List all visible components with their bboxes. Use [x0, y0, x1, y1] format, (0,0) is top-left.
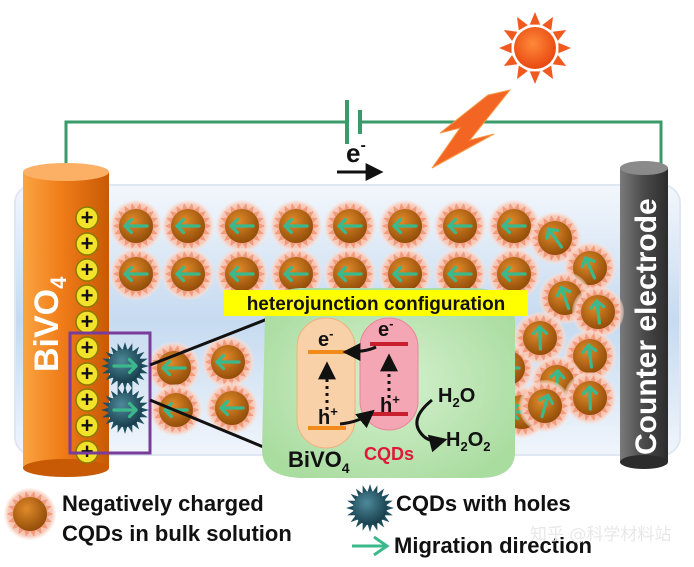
legend-negative-cqd-line1: Negatively charged	[62, 491, 264, 516]
positive-charge-icon: +	[75, 257, 99, 282]
positive-charge-icon: +	[75, 283, 99, 308]
legend-hole-cqd-text: CQDs with holes	[396, 491, 571, 516]
svg-text:+: +	[81, 335, 94, 360]
bulk-cqd-particle	[564, 372, 616, 424]
heterojunction-inset	[262, 288, 515, 478]
bulk-cqd-particle	[110, 248, 162, 300]
sun-icon	[499, 12, 571, 84]
legend-migration-arrowhead	[373, 535, 390, 557]
bulk-cqd-particle	[324, 200, 376, 252]
electron-flow-label: e-	[346, 137, 366, 168]
bulk-cqd-particle	[216, 200, 268, 252]
svg-text:+: +	[81, 257, 94, 282]
adsorbed-hole-cqd	[101, 342, 149, 390]
hole-transfer-arrow	[339, 409, 375, 429]
legend-negative-cqd-icon	[4, 488, 56, 540]
counter-electrode	[620, 161, 668, 469]
bivo4-electron-label: e-	[318, 326, 333, 351]
legend-hole-cqd	[346, 484, 394, 532]
bulk-cqd-particle	[110, 200, 162, 252]
positive-charge-icon: +	[75, 205, 99, 230]
bulk-cqd-particle	[434, 248, 486, 300]
bulk-cqd-particle	[514, 312, 566, 364]
positive-charge-icon: +	[75, 361, 99, 386]
bivo4-hole-label: h+	[318, 404, 338, 429]
bivo4-electrode-label: BiVO4	[28, 276, 71, 372]
legend-hole-cqd-icon	[346, 484, 394, 532]
legend-negative-cqd	[4, 488, 56, 540]
positive-charge-icon: +	[75, 387, 99, 412]
bulk-cqd-particle	[162, 248, 214, 300]
bulk-cqd-particle	[379, 248, 431, 300]
svg-text:+: +	[81, 309, 94, 334]
counter-electrode-label: Counter electrode	[630, 198, 663, 455]
inset-bivo4-label: BiVO4	[288, 447, 350, 476]
svg-text:+: +	[81, 205, 94, 230]
bulk-cqd-particle	[202, 336, 254, 388]
legend-migration-text: Migration direction	[394, 533, 592, 558]
inset-title-highlight	[224, 290, 528, 316]
cqds-hole-label: h+	[380, 392, 400, 417]
bulk-cqd-particle	[324, 248, 376, 300]
positive-charge-icon: +	[75, 335, 99, 360]
positive-charge-icon: +	[75, 413, 99, 438]
adsorbed-hole-cqd	[101, 386, 149, 434]
bulk-cqd-particle	[488, 248, 540, 300]
bulk-cqd-particle	[564, 330, 616, 382]
bulk-cqd-particle	[572, 286, 624, 338]
bulk-cqd-particle	[206, 382, 258, 434]
positive-charge-icon: +	[75, 309, 99, 334]
inset-cqds-label: CQDs	[364, 444, 414, 464]
electron-transfer-arrow	[342, 342, 377, 361]
legend-negative-cqd-line2: CQDs in bulk solution	[62, 521, 292, 546]
lightning-bolt-icon	[431, 89, 512, 169]
bulk-cqd-particle	[529, 212, 581, 264]
svg-text:+: +	[81, 283, 94, 308]
cqds-electron-label: e-	[378, 316, 393, 341]
bulk-cqd-particle	[488, 200, 540, 252]
inset-title: heterojunction configuration	[247, 294, 506, 315]
positive-charge-icon: +	[75, 231, 99, 256]
svg-text:+: +	[81, 387, 94, 412]
svg-text:+: +	[81, 231, 94, 256]
bulk-cqd-particle	[162, 200, 214, 252]
watermark: 知乎 @科学材料站	[530, 525, 672, 545]
adsorbed-hole-cqds	[101, 342, 149, 434]
bulk-cqd-particle	[270, 248, 322, 300]
svg-text:+: +	[81, 361, 94, 386]
oxidation-arrow	[415, 398, 448, 453]
product-h2o2-label: H2O2	[446, 429, 490, 454]
inset-zoom-line-top	[149, 314, 276, 367]
bulk-cqd-particle	[434, 200, 486, 252]
svg-text:+: +	[81, 413, 94, 438]
bulk-cqd-particle	[270, 200, 322, 252]
bulk-cqd-particle	[519, 380, 571, 432]
bulk-cqd-particle	[148, 342, 200, 394]
adsorbed-cqds-frame	[68, 331, 152, 455]
bulk-cqd-particle	[379, 200, 431, 252]
bulk-cqd-particle	[216, 248, 268, 300]
reactant-water-label: H2O	[438, 385, 475, 410]
